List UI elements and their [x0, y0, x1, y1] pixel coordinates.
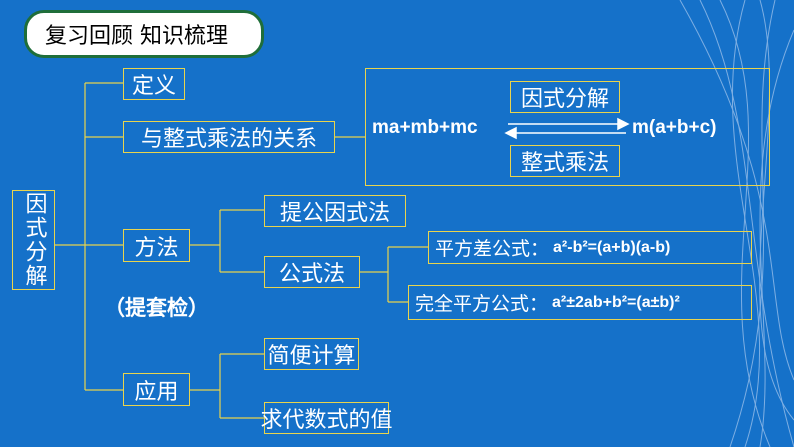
- backward-label-box: 整式乘法: [510, 145, 620, 177]
- branch-relation-label: 与整式乘法的关系: [140, 127, 317, 152]
- backward-label: 整式乘法: [520, 151, 609, 176]
- method-note: （提套检）: [104, 297, 209, 320]
- method-formula: 公式法: [264, 256, 360, 288]
- branch-relation: 与整式乘法的关系: [123, 121, 335, 153]
- page-title: 复习回顾 知识梳理: [24, 10, 264, 58]
- application-simplify-label: 简便计算: [267, 344, 356, 369]
- formula-diff-squares: 平方差公式： a²-b²=(a+b)(a-b): [428, 231, 752, 264]
- perfect-square-expr: a²±2ab+b²=(a±b)²: [552, 293, 680, 311]
- branch-application: 应用: [123, 373, 190, 406]
- right-expression: m(a+b+c): [632, 117, 717, 138]
- diff-squares-label: 平方差公式：: [435, 238, 550, 260]
- branch-definition: 定义: [123, 68, 185, 100]
- branch-method: 方法: [123, 229, 190, 262]
- method-common-factor-label: 提公因式法: [279, 201, 390, 226]
- application-evaluate: 求代数式的值: [261, 402, 393, 434]
- root-label: 因式分解: [21, 192, 47, 288]
- branch-definition-label: 定义: [131, 74, 176, 99]
- root-node: 因式分解: [12, 190, 55, 290]
- branch-method-label: 方法: [134, 235, 179, 261]
- method-common-factor: 提公因式法: [264, 195, 406, 227]
- forward-label-box: 因式分解: [510, 81, 620, 113]
- application-simplify: 简便计算: [264, 338, 359, 370]
- application-evaluate-label: 求代数式的值: [260, 408, 393, 433]
- branch-application-label: 应用: [134, 379, 179, 405]
- formula-perfect-square: 完全平方公式： a²±2ab+b²=(a±b)²: [408, 285, 752, 320]
- diff-squares-expr: a²-b²=(a+b)(a-b): [553, 238, 671, 256]
- forward-label: 因式分解: [520, 87, 609, 112]
- conversion-arrows: [504, 117, 630, 140]
- relation-detail-box: [365, 68, 770, 186]
- left-expression: ma+mb+mc: [372, 117, 478, 138]
- perfect-square-label: 完全平方公式：: [415, 293, 549, 315]
- method-formula-label: 公式法: [278, 262, 345, 287]
- decorative-curves: [679, 0, 794, 447]
